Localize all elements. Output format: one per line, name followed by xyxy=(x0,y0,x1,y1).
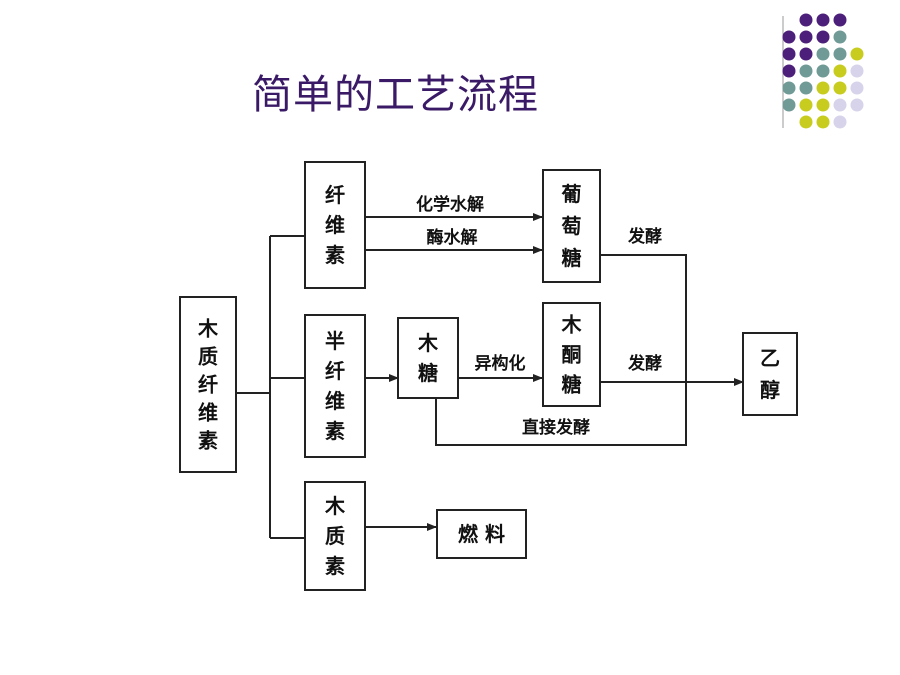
node-char: 素 xyxy=(325,554,345,578)
line-ferment-and-direct xyxy=(435,254,687,446)
node-cellulose: 纤维素 xyxy=(325,183,345,267)
node-xylulose: 木酮糖 xyxy=(561,313,583,397)
decorative-dot xyxy=(850,64,864,78)
node-char: 葡 xyxy=(561,182,582,206)
edge-label-ferment-glucose: 发酵 xyxy=(627,226,662,247)
edge-label-direct-ferment: 直接发酵 xyxy=(522,417,590,438)
node-ethanol: 乙醇 xyxy=(760,346,780,402)
node-lignin: 木质素 xyxy=(324,494,346,578)
node-char: 维 xyxy=(325,213,345,237)
decorative-dot xyxy=(816,115,830,129)
page-title: 简单的工艺流程 xyxy=(252,72,539,118)
node-glucose-box xyxy=(542,169,601,283)
edge-label-enzyme-hydrolysis: 酶水解 xyxy=(427,227,478,248)
node-xylose: 木糖 xyxy=(417,331,439,385)
decorative-dot xyxy=(799,98,813,112)
edge-label-isomerization: 异构化 xyxy=(475,353,526,374)
decorative-dot xyxy=(782,64,796,78)
decorative-dot xyxy=(782,47,796,61)
node-char: 纤 xyxy=(325,359,345,383)
node-xylulose-box xyxy=(542,302,601,407)
decorative-dot xyxy=(833,81,847,95)
node-char: 质 xyxy=(325,524,345,548)
node-cellulose-box xyxy=(304,161,366,289)
decorative-dot xyxy=(850,98,864,112)
edge-label-chem-hydrolysis: 化学水解 xyxy=(416,194,484,215)
node-char: 萄 xyxy=(562,214,582,238)
decorative-dot xyxy=(799,13,813,27)
node-fuel-box xyxy=(436,509,527,559)
decorative-dot xyxy=(816,98,830,112)
node-char: 质 xyxy=(198,345,218,369)
node-char: 木 xyxy=(197,317,219,341)
node-lignocellulose-box xyxy=(179,296,237,473)
decorative-dot xyxy=(782,81,796,95)
decorative-dot xyxy=(799,64,813,78)
decorative-dot xyxy=(816,30,830,44)
decorative-dot xyxy=(782,98,796,112)
node-char: 醇 xyxy=(760,378,780,402)
node-lignin-box xyxy=(304,481,366,591)
node-char: 纤 xyxy=(325,183,345,207)
decorative-dot xyxy=(799,30,813,44)
node-hemicellulose-box xyxy=(304,314,366,458)
node-char: 维 xyxy=(198,401,218,425)
decorative-dot xyxy=(833,30,847,44)
node-char: 维 xyxy=(325,389,345,413)
node-xylose-box xyxy=(397,317,459,399)
node-fuel: 燃 料 xyxy=(458,522,505,546)
node-char: 素 xyxy=(325,419,345,443)
decorative-dot xyxy=(799,47,813,61)
decorative-dot xyxy=(799,81,813,95)
decorative-dot xyxy=(816,13,830,27)
node-char: 素 xyxy=(198,429,218,453)
decorative-dot xyxy=(833,13,847,27)
node-char: 糖 xyxy=(562,373,582,397)
decorative-dot xyxy=(833,115,847,129)
decorative-dot xyxy=(833,64,847,78)
node-char: 糖 xyxy=(418,361,438,385)
node-char: 乙 xyxy=(760,346,780,370)
node-char: 糖 xyxy=(562,246,582,270)
node-ethanol-box xyxy=(742,332,798,416)
edge-label-ferment-xylulose: 发酵 xyxy=(627,353,662,374)
node-char: 纤 xyxy=(198,373,218,397)
node-glucose: 葡萄糖 xyxy=(561,182,582,270)
node-char: 酮 xyxy=(562,343,582,367)
decorative-dot xyxy=(833,47,847,61)
decorative-dot xyxy=(850,81,864,95)
node-char: 木 xyxy=(324,494,346,518)
decorative-dot xyxy=(799,115,813,129)
node-char: 木 xyxy=(561,313,583,337)
node-char: 素 xyxy=(325,243,345,267)
decorative-dot xyxy=(816,47,830,61)
node-char: 半 xyxy=(325,329,345,353)
decorative-dot xyxy=(850,47,864,61)
decorative-dot xyxy=(833,98,847,112)
decorative-dot xyxy=(782,30,796,44)
node-char: 木 xyxy=(417,331,439,355)
decorative-dot xyxy=(816,81,830,95)
decorative-dot xyxy=(816,64,830,78)
